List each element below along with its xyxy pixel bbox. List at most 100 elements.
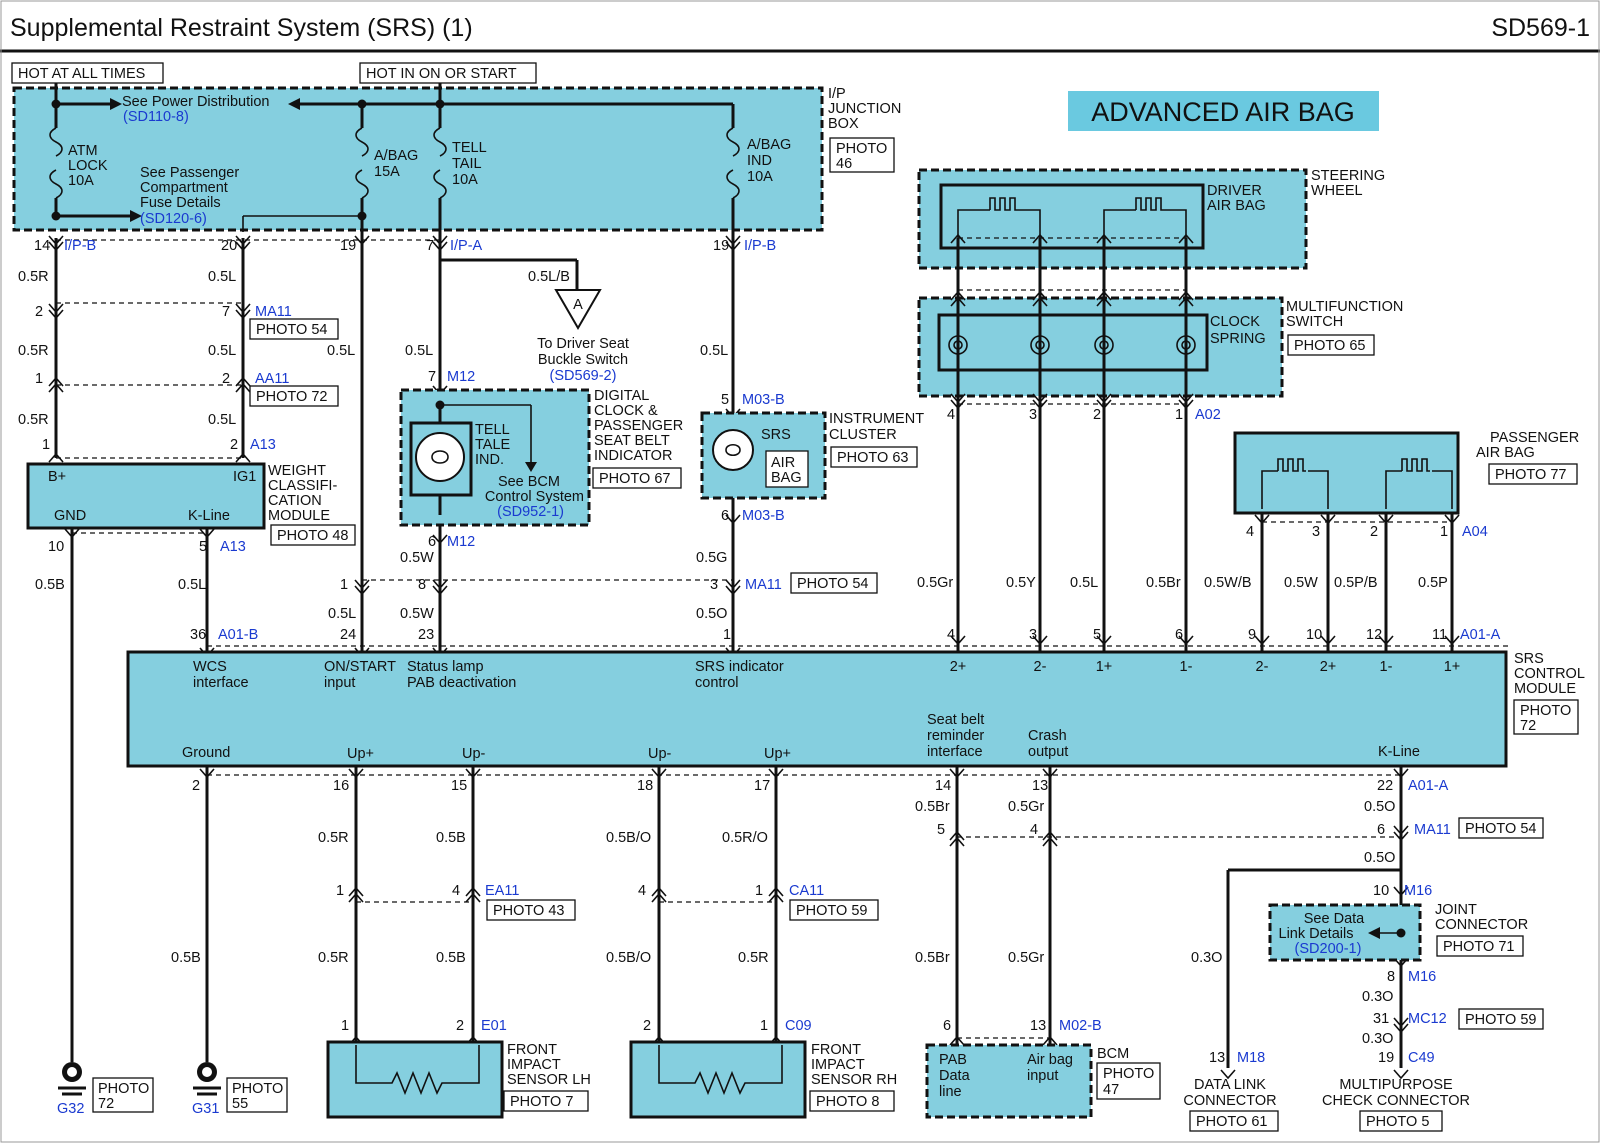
digital-name-1: DIGITAL xyxy=(594,388,649,404)
bcm-photo-box xyxy=(1096,1062,1161,1100)
fis-lh-name-2: IMPACT xyxy=(507,1057,561,1073)
srs-crash-1: Crash xyxy=(1028,728,1067,744)
digital-name-3: PASSENGER xyxy=(594,418,683,434)
wire-w12: 0.5W xyxy=(400,606,434,622)
photo-ma11-c-box xyxy=(1458,817,1544,839)
photo-mc12: PHOTO 59 xyxy=(1465,1012,1536,1028)
wire-w38: 0.5Gr xyxy=(1008,950,1044,966)
junction-name-2: JUNCTION xyxy=(828,101,901,117)
wire-w8: 0.5B xyxy=(35,577,65,593)
srs-name-2: CONTROL xyxy=(1514,666,1585,682)
conn-a01a-bottom: A01-A xyxy=(1408,778,1449,794)
pin-m12-7: 7 xyxy=(428,369,436,385)
conn-m03b-a: M03-B xyxy=(742,392,785,408)
passenger-details-1: See Passenger xyxy=(140,165,239,181)
pin-a02-4: 4 xyxy=(947,407,955,423)
pin-b-14: 14 xyxy=(935,778,951,794)
power-distribution-ref[interactable]: (SD110-8) xyxy=(123,109,189,125)
cluster-photo-box xyxy=(830,446,918,468)
dlc-photo-box xyxy=(1189,1110,1279,1132)
wire-w4: 0.5L xyxy=(208,343,236,359)
passenger-airbag-name-2: AIR BAG xyxy=(1476,445,1535,461)
pin-srs-9: 9 xyxy=(1248,627,1256,643)
driver-seat-text-2: Buckle Switch xyxy=(538,352,628,368)
wire-w9: 0.5L xyxy=(178,577,206,593)
pin-bcm-6: 6 xyxy=(943,1018,951,1034)
pin-a04-4: 4 xyxy=(1246,524,1254,540)
wire-w41: 0.3O xyxy=(1191,950,1222,966)
fuse-symbols xyxy=(48,127,741,199)
photo-ca11-box xyxy=(789,899,879,921)
g32-photo-1: PHOTO xyxy=(98,1081,149,1097)
wire-w42: 0.3O xyxy=(1362,989,1393,1005)
wire-w7: 0.5L xyxy=(208,412,236,428)
digital-name-2: CLOCK & xyxy=(594,403,658,419)
wcm-name-2: CLASSIFI- xyxy=(268,478,337,494)
joint-ref[interactable]: (SD200-1) xyxy=(1295,941,1362,957)
cluster-lamp-1: AIR xyxy=(771,455,795,471)
pin-bcm-13: 13 xyxy=(1030,1018,1046,1034)
multifunction-name-1: MULTIFUNCTION xyxy=(1286,299,1403,315)
pin-m03-6: 6 xyxy=(721,508,729,524)
conn-a01b: A01-B xyxy=(218,627,258,643)
pin-c09-2: 2 xyxy=(643,1018,651,1034)
conn-ipa: I/P-A xyxy=(450,238,483,254)
pin-mc-31: 31 xyxy=(1373,1011,1389,1027)
srs-seatbelt-1: Seat belt xyxy=(927,712,984,728)
pin-24: 24 xyxy=(340,627,356,643)
pin-bcm-4: 4 xyxy=(1030,822,1038,838)
fis-rh-photo: PHOTO 8 xyxy=(816,1094,879,1110)
fis-lh-name-1: FRONT xyxy=(507,1042,557,1058)
fuse-abag-ind-1: A/BAG xyxy=(747,137,791,153)
bcm-left-3: line xyxy=(939,1084,962,1100)
digital-ref[interactable]: (SD952-1) xyxy=(497,504,564,520)
fuse-atm-3: 10A xyxy=(68,173,94,189)
wire-w39: 0.5O xyxy=(1364,799,1395,815)
joint-text-1: See Data xyxy=(1304,911,1365,927)
fuse-abag-1: A/BAG xyxy=(374,148,418,164)
conn-ipb-1: I/P-B xyxy=(64,238,96,254)
hot-in-on-box xyxy=(359,62,537,84)
passenger-ref[interactable]: (SD120-6) xyxy=(140,211,207,227)
dlc-name-1: DATA LINK xyxy=(1194,1077,1266,1093)
pin-19a: 19 xyxy=(340,238,356,254)
page-title: Supplemental Restraint System (SRS) (1) xyxy=(10,14,473,42)
wire-w31: 0.5R xyxy=(318,950,349,966)
photo-aa11-box xyxy=(249,385,339,407)
wire-w33: 0.5B/O xyxy=(606,950,651,966)
see-power-distribution: See Power Distribution xyxy=(122,94,270,110)
bcm-left-2: Data xyxy=(939,1068,971,1084)
pin-srs-12: 12 xyxy=(1366,627,1382,643)
bcm-right-1: Air bag xyxy=(1027,1052,1073,1068)
pin-m16-8: 8 xyxy=(1387,969,1395,985)
junction-name-1: I/P xyxy=(828,86,846,102)
fuse-abag-2: 15A xyxy=(374,164,400,180)
ip-junction-box xyxy=(12,86,824,232)
srs-seatbelt-3: interface xyxy=(927,744,983,760)
pin-b-22: 22 xyxy=(1377,778,1393,794)
wire-w21: 0.5Br xyxy=(1146,575,1181,591)
tell-tale-1: TELL xyxy=(475,422,510,438)
photo-ma11-b: PHOTO 54 xyxy=(797,576,868,592)
pin-a04-2: 2 xyxy=(1370,524,1378,540)
g31-photo-1: PHOTO xyxy=(232,1081,283,1097)
wire-w11: 0.5W xyxy=(400,550,434,566)
driver-seat-ref[interactable]: (SD569-2) xyxy=(550,368,617,384)
passenger-details-3: Fuse Details xyxy=(140,195,221,211)
bcm-photo-1: PHOTO xyxy=(1103,1066,1154,1082)
wire-w18: 0.5Gr xyxy=(917,575,953,591)
cluster-name-1: INSTRUMENT xyxy=(829,411,924,427)
ground-g31-icon xyxy=(193,1062,221,1096)
steering-name-1: STEERING xyxy=(1311,168,1385,184)
srs-pin-label-4: 1- xyxy=(1180,659,1193,675)
conn-m12-a: M12 xyxy=(447,369,475,385)
airbag-lamp-box xyxy=(765,450,809,488)
conn-m12-b: M12 xyxy=(447,534,475,550)
driver-airbag-frame xyxy=(939,183,1205,250)
g31-photo-2: 55 xyxy=(232,1096,248,1112)
wcm-bplus: B+ xyxy=(48,469,66,485)
pin-srs-4: 4 xyxy=(947,627,955,643)
fis-rh-name-1: FRONT xyxy=(811,1042,861,1058)
junction-name-3: BOX xyxy=(828,116,859,132)
conn-m16-a: M16 xyxy=(1404,883,1432,899)
